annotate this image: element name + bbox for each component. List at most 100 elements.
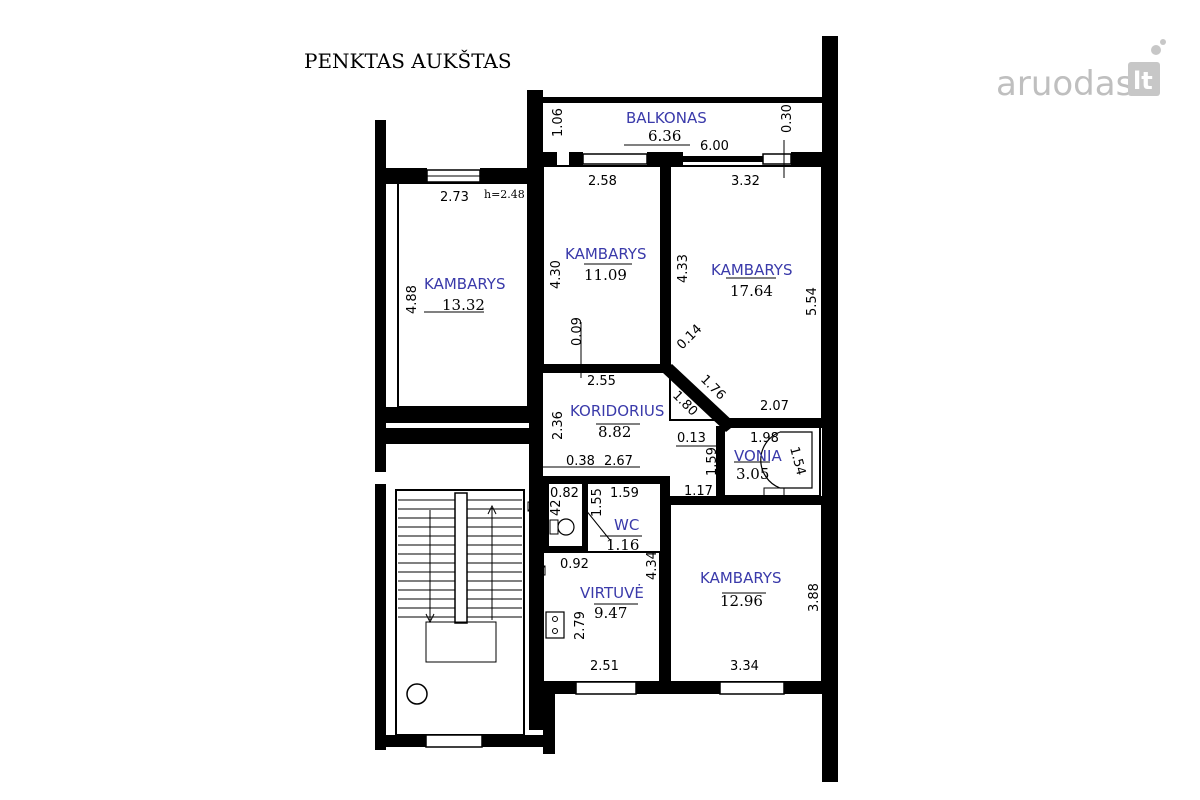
vent-icon: [527, 501, 538, 512]
dim-km-h: 4.30: [549, 260, 564, 289]
dim-von-r: 1.54: [786, 445, 808, 477]
wall-vonia-left: [716, 426, 724, 500]
wall-right-top: [822, 36, 838, 174]
vent-icon: [827, 454, 838, 465]
wall-kl-corr: [527, 372, 543, 408]
watermark-dot-icon: [1151, 45, 1161, 55]
watermark-brand: aruodas: [996, 64, 1133, 104]
room-name-kambarys-mid: KAMBARYS: [565, 245, 646, 263]
wall-kl-km: [527, 90, 543, 372]
dim-bal-r: 0.30: [780, 104, 795, 133]
room-area-balkonas: 6.36: [648, 127, 681, 145]
wall-bal-r: [791, 152, 838, 166]
dim-kb-w: 3.34: [730, 659, 759, 674]
room-area-wc: 1.16: [606, 536, 639, 554]
dim-bal-h: 1.06: [551, 108, 566, 137]
watermark-badge: [1128, 62, 1160, 96]
dim-kr-w: 3.32: [731, 174, 760, 189]
room-name-balkonas: BALKONAS: [626, 109, 707, 127]
vent-icon: [535, 565, 546, 576]
wall-left-stair-top: [375, 432, 386, 472]
room-name-kambarys-right: KAMBARYS: [711, 261, 792, 279]
room-area-kambarys-bottom: 12.96: [720, 592, 763, 610]
dim-wc-a: 0.82: [550, 486, 579, 501]
wall-km-bottom: [543, 365, 668, 373]
dim-von-w: 1.98: [750, 431, 779, 446]
dim-kb-h: 3.88: [807, 583, 822, 612]
dim-vir-b: 2.79: [573, 611, 588, 640]
watermark-suffix: lt: [1133, 67, 1153, 95]
dim-kor-c: 2.67: [604, 454, 633, 469]
room-area-kambarys-right: 17.64: [730, 282, 773, 300]
elevator-icon: [406, 683, 428, 705]
wall-bal-l: [543, 152, 557, 166]
wall-kr-bottom: [722, 418, 822, 428]
room-name-koridorius: KORIDORIUS: [570, 402, 664, 420]
watermark-logo: aruodas lt: [996, 39, 1166, 104]
wall-corr-bottom: [543, 476, 667, 484]
dim-vir-w: 2.51: [590, 659, 619, 674]
plan-title: PENKTAS AUKŠTAS: [304, 48, 512, 73]
room-name-virtuve: VIRTUVĖ: [580, 583, 644, 602]
dim-km-w: 2.58: [588, 174, 617, 189]
dim-wc-b: 1.55: [590, 488, 605, 517]
dim-kr-bw: 2.07: [760, 399, 789, 414]
dim-kr-h1: 4.33: [676, 254, 691, 283]
room-area-kambarys-left: 13.32: [442, 296, 485, 314]
wall-vonia-bottom: [716, 496, 822, 504]
wall-wc-right: [582, 484, 588, 546]
room-area-kambarys-mid: 11.09: [584, 266, 627, 284]
window: [719, 681, 785, 695]
sink-icon: [763, 487, 785, 497]
vent-icon: [827, 379, 838, 390]
dim-diag1: 0.14: [674, 322, 705, 353]
dim-km-off: 0.09: [570, 317, 585, 346]
dim-kor-h: 2.36: [551, 411, 566, 440]
dim-km-bw: 2.55: [587, 374, 616, 389]
dim-wc-d: 42: [549, 499, 564, 516]
room-area-virtuve: 9.47: [594, 604, 627, 622]
room-name-vonia: VONIA: [734, 447, 782, 465]
wall-bal-mid: [647, 152, 683, 166]
dim-bal-w: 6.00: [700, 139, 729, 154]
wall-wc-left: [543, 484, 549, 546]
wall-km-kr: [660, 166, 670, 372]
wall-bottom-right: [826, 694, 838, 714]
walls: [375, 36, 838, 782]
ceiling-height-label: h=2.48: [484, 188, 525, 201]
room-name-kambarys-bottom: KAMBARYS: [700, 569, 781, 587]
wall-bottom-left: [543, 694, 555, 754]
wall-kl-top-left: [375, 168, 427, 184]
wall-bal-stub: [569, 152, 583, 166]
wall-left-upper: [375, 120, 386, 432]
wall-wc-bottom: [543, 546, 588, 552]
window: [425, 734, 483, 748]
dimension-lines: [424, 140, 785, 605]
stairs: [398, 492, 522, 705]
window: [575, 681, 637, 695]
window: [582, 153, 648, 165]
dimensions: 1.06 6.00 0.30 2.73 4.88 2.58 4.30 0.09 …: [405, 104, 822, 674]
dim-kor-b: 0.38: [566, 454, 595, 469]
wall-vir-kb: [660, 476, 670, 684]
wall-diagonal: [662, 364, 736, 432]
stove-icon: [545, 611, 565, 639]
room-area-koridorius: 8.82: [598, 423, 631, 441]
dim-kl-w: 2.73: [440, 190, 469, 205]
wall-left-stair: [375, 484, 386, 750]
wall-kb-top: [670, 496, 716, 504]
dim-von-h: 1.59: [705, 447, 720, 476]
watermark-dot-icon: [1160, 39, 1166, 45]
balcony-rail: [543, 97, 823, 103]
wall-bal-door: [683, 156, 763, 162]
dim-kl-h: 4.88: [405, 285, 420, 314]
wall-kl-bottom: [375, 407, 543, 423]
wall-stair-top: [386, 428, 529, 444]
room-name-kambarys-left: KAMBARYS: [424, 275, 505, 293]
dim-kr-h2: 5.54: [805, 287, 820, 316]
room-area-vonia: 3.05: [736, 465, 769, 483]
fixtures: [527, 379, 838, 639]
dim-vir-a: 0.92: [560, 557, 589, 572]
dim-kor-a: 0.13: [677, 431, 706, 446]
